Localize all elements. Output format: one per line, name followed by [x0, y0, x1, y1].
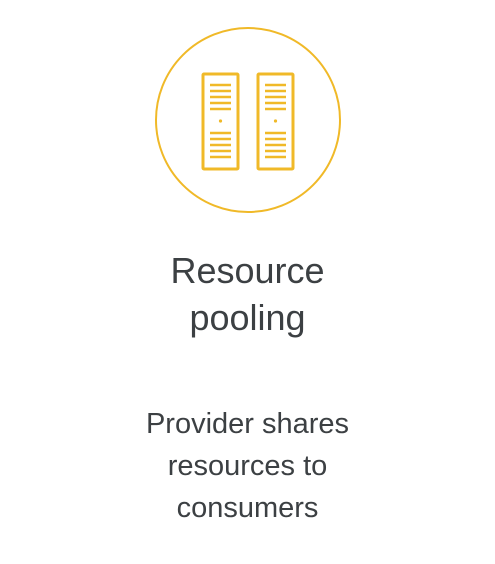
server-racks-icon: [201, 72, 295, 171]
card-description-line: Provider shares: [145, 408, 350, 440]
card-description-line: resources to: [167, 450, 328, 482]
card-description-line: consumers: [176, 492, 319, 524]
card-title: Resource pooling: [0, 247, 495, 341]
card-title-line: pooling: [189, 297, 306, 338]
card-description: Provider shares resources to consumers: [0, 403, 495, 529]
card-title-line: Resource: [170, 250, 325, 291]
icon-circle: [155, 27, 341, 213]
